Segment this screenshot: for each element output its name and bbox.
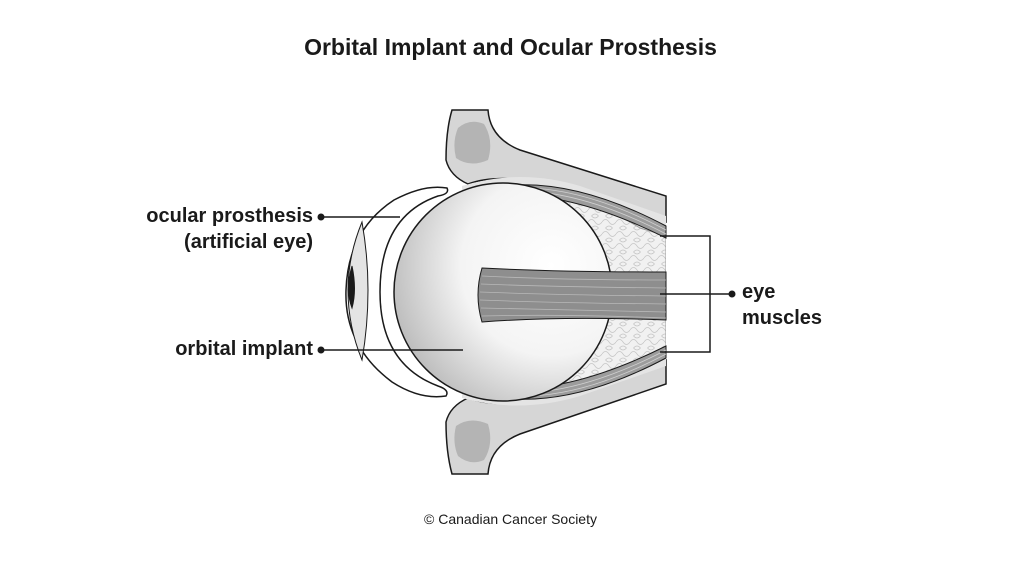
copyright-credit: © Canadian Cancer Society xyxy=(424,511,597,527)
implant-leader-dot xyxy=(317,346,325,354)
ocular-prosthesis-label-line2: (artificial eye) xyxy=(184,231,313,253)
orbital-implant-label: orbital implant xyxy=(175,336,313,362)
ocular-prosthesis-label: ocular prosthesis (artificial eye) xyxy=(146,203,313,255)
ocular-prosthesis-shell xyxy=(345,186,449,398)
prosthesis-leader-dot xyxy=(317,213,325,221)
eye-muscles-label: eye muscles xyxy=(742,279,822,331)
eye-muscles-label-line1: eye xyxy=(742,281,776,303)
ocular-prosthesis-label-line1: ocular prosthesis xyxy=(146,205,313,227)
upper-orbital-bone xyxy=(445,109,667,224)
orbital-implant-label-text: orbital implant xyxy=(175,338,313,360)
eye-muscles-label-line2: muscles xyxy=(742,307,823,329)
diagram-title: Orbital Implant and Ocular Prosthesis xyxy=(304,34,717,60)
leader-lines xyxy=(321,216,732,353)
muscles-leader-dot xyxy=(728,290,736,298)
optic-nerve-bundle xyxy=(477,267,667,323)
leader-dots xyxy=(317,213,736,354)
